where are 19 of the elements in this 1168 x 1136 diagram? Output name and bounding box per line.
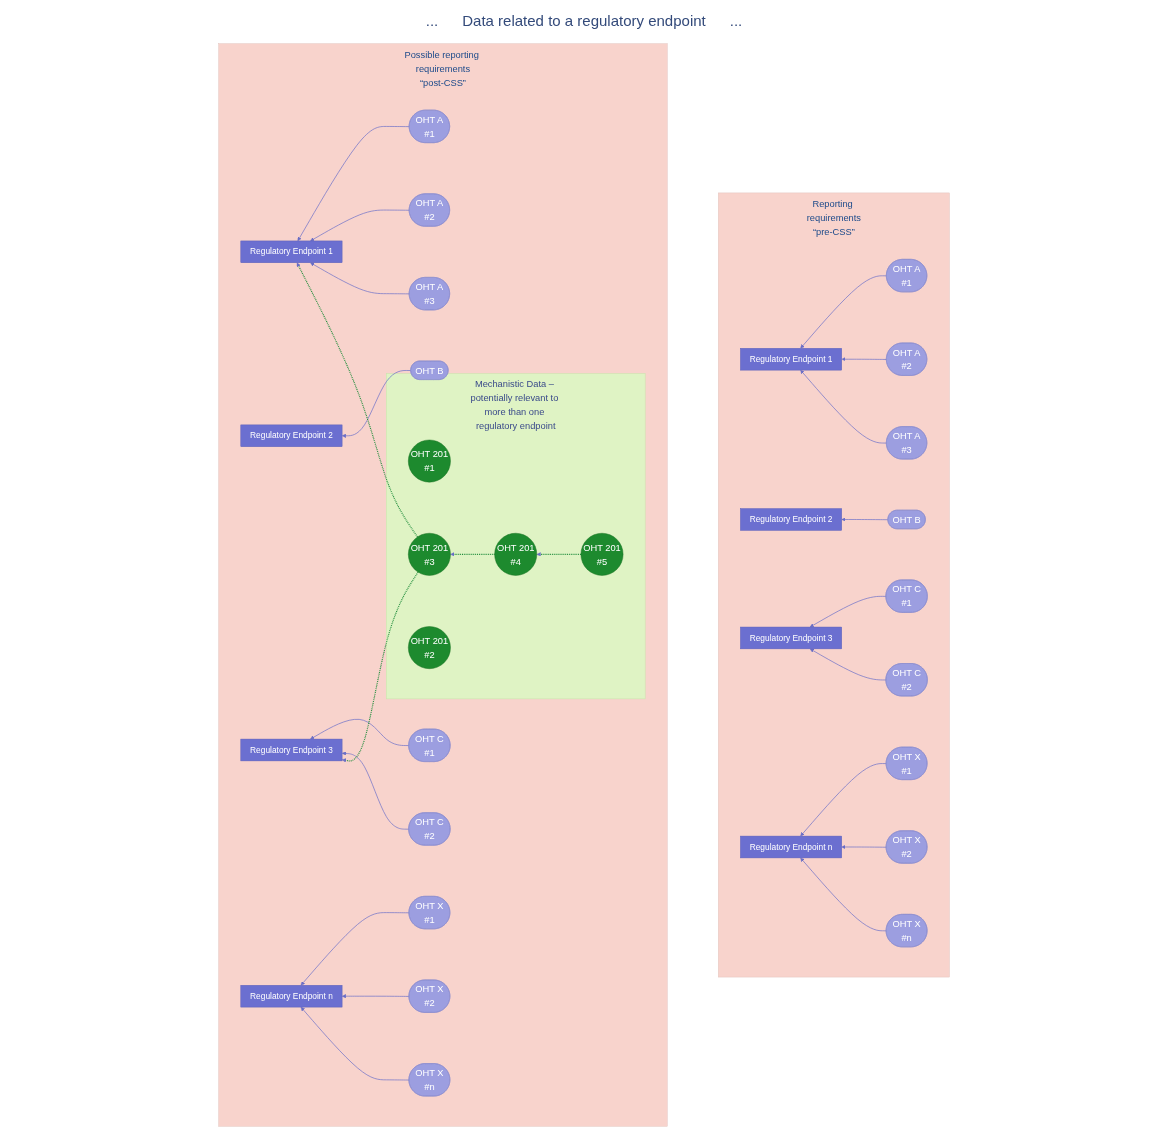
node-box: Regulatory Endpoint 3 [240,738,343,762]
node-circle: OHT 201 #1 [408,439,451,483]
node-box: Regulatory Endpoint 2 [740,508,842,531]
arrow [536,552,582,557]
node-circle: OHT 201 #5 [580,533,624,576]
node-box: Regulatory Endpoint 2 [240,424,343,447]
node-box: Regulatory Endpoint n [740,835,842,859]
node-box: Regulatory Endpoint n [240,985,343,1008]
node-box: Regulatory Endpoint 3 [740,626,842,650]
note-text: Data related to a regulatory endpoint [462,11,706,29]
note-text: ... [729,11,743,29]
node-circle: OHT 201 #4 [494,533,537,576]
arrow [341,571,419,763]
note-text: ... [425,11,439,29]
node-circle: OHT 201 #3 [408,533,451,576]
node-box: Regulatory Endpoint 1 [240,240,343,263]
node-box: Regulatory Endpoint 1 [740,348,842,371]
arrow [450,552,496,557]
node-circle: OHT 201 #2 [408,626,451,669]
